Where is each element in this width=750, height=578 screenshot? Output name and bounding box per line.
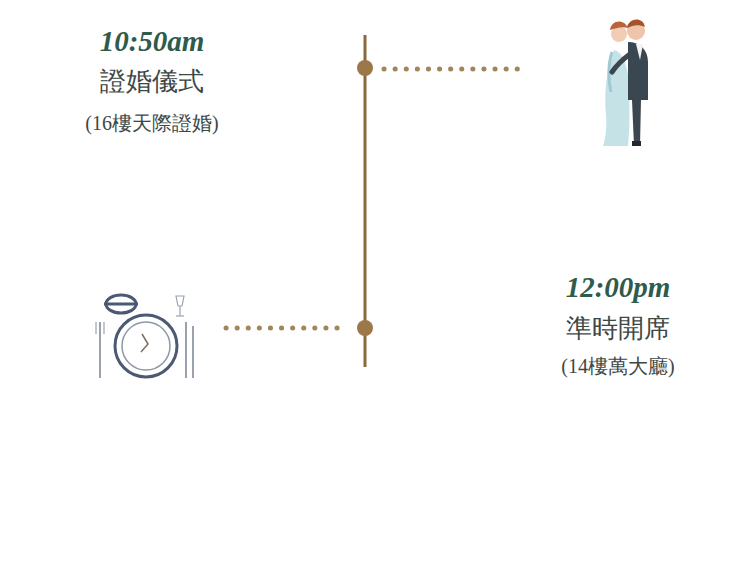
time-label: 12:00pm [566, 272, 671, 304]
dotted-leader [384, 67, 522, 72]
plate-illustration [96, 295, 193, 378]
venue-note: (16樓天際證婚) [85, 112, 218, 134]
event-title: 準時開席 [566, 315, 670, 344]
event-title: 證婚儀式 [100, 68, 204, 97]
dotted-leader [226, 326, 348, 331]
venue-note: (14樓萬大廳) [561, 355, 674, 377]
timeline-dot [357, 60, 373, 76]
couple-illustration [603, 20, 648, 146]
timeline-dot [357, 320, 373, 336]
time-label: 10:50am [100, 26, 205, 58]
timeline-axis [364, 35, 367, 367]
